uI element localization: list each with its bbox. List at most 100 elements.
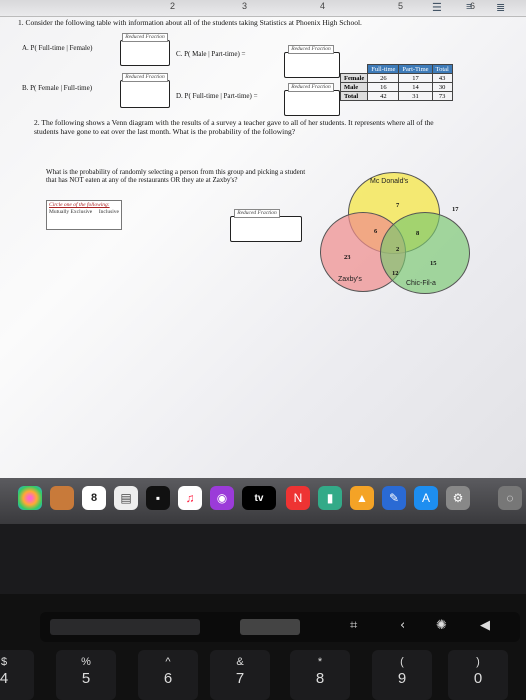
chicfila-label: Chic-Fil-a xyxy=(406,280,436,287)
q1-part-c: C. P( Male | Part-time) = xyxy=(176,50,246,58)
table-cell: 26 xyxy=(367,73,400,83)
calendar-icon[interactable]: 8 xyxy=(82,486,106,510)
news-icon[interactable]: N xyxy=(286,486,310,510)
numbered-list-icon[interactable]: ≣ xyxy=(496,2,506,14)
answer-box-a[interactable] xyxy=(120,40,170,66)
key-symbol: & xyxy=(236,656,244,668)
sticky-note: Reduced Fraction xyxy=(288,83,334,92)
sticky-note: Reduced Fraction xyxy=(234,209,280,218)
notes-icon[interactable]: ▤ xyxy=(114,486,138,510)
sticky-note: Reduced Fraction xyxy=(122,73,168,82)
table-cell: 16 xyxy=(367,82,400,92)
table-header: Part-Time xyxy=(398,64,433,74)
q1-part-a: A. P( Full-time | Female) xyxy=(22,44,93,52)
circle-instruction: Circle one of the following: xyxy=(49,202,110,208)
key-7[interactable]: &7 xyxy=(210,650,270,700)
brightness-icon[interactable]: ✺ xyxy=(436,618,447,633)
zaxbys-label: Zaxby's xyxy=(338,276,362,283)
venn-c-only: 15 xyxy=(430,260,437,267)
venn-diagram: Mc Donald's Zaxby's Chic-Fil-a 17 7 6 8 … xyxy=(320,172,470,302)
music-icon[interactable]: ♫ xyxy=(178,486,202,510)
venn-all: 2 xyxy=(396,246,400,253)
key-digit: 0 xyxy=(473,670,483,687)
answer-box-d[interactable] xyxy=(284,90,340,116)
keynote-icon[interactable]: ▲ xyxy=(350,486,374,510)
sticky-note: Reduced Fraction xyxy=(288,45,334,54)
table-cell: 30 xyxy=(431,82,453,92)
table-cell: 14 xyxy=(398,82,433,92)
tv-icon[interactable]: tv xyxy=(242,486,276,510)
table-cell: Female xyxy=(339,73,369,83)
table-row: Male 16 14 30 xyxy=(339,82,453,92)
volume-icon[interactable]: ◀ xyxy=(480,618,490,633)
photos-icon[interactable] xyxy=(18,486,42,510)
key-symbol: ) xyxy=(476,656,480,668)
dock: 8 ▤ ▪ ♫ ◉ tv N ▮ ▲ ✎ A ⚙ ◌ xyxy=(0,478,526,524)
key-9[interactable]: (9 xyxy=(372,650,432,700)
trash-icon[interactable]: ◌ xyxy=(498,486,522,510)
venn-z-only: 23 xyxy=(344,254,351,261)
ruler-mark: 3 xyxy=(242,1,248,11)
touchbar-key[interactable] xyxy=(240,619,300,635)
key-digit: 6 xyxy=(163,670,173,687)
chevron-left-icon[interactable]: ‹ xyxy=(400,618,406,633)
key-symbol: % xyxy=(81,656,91,668)
pages-icon[interactable]: ✎ xyxy=(382,486,406,510)
table-header: Total xyxy=(431,64,453,74)
frequency-table: Full-time Part-Time Total Female 26 17 4… xyxy=(339,64,453,101)
chicfila-circle xyxy=(380,212,470,294)
key-0[interactable]: )0 xyxy=(448,650,508,700)
table-row: Total 42 31 73 xyxy=(339,91,453,101)
ruler-mark: 2 xyxy=(170,1,176,11)
key-4[interactable]: $4 xyxy=(0,650,34,700)
venn-mz: 6 xyxy=(374,228,378,235)
key-digit: 9 xyxy=(397,670,407,687)
key-symbol: $ xyxy=(0,656,8,668)
table-cell: Total xyxy=(339,91,369,101)
venn-mc: 8 xyxy=(416,230,420,237)
q2-title: 2. The following shows a Venn diagram wi… xyxy=(34,118,434,136)
mcdonalds-label: Mc Donald's xyxy=(370,178,409,185)
table-header: Full-time xyxy=(367,64,400,74)
settings-icon[interactable]: ⚙ xyxy=(446,486,470,510)
table-row: Female 26 17 43 xyxy=(339,73,453,83)
laptop-bezel xyxy=(0,524,526,594)
circle-one-box: Circle one of the following: Mutually Ex… xyxy=(46,200,122,230)
key-digit: 7 xyxy=(235,670,245,687)
table-cell: 17 xyxy=(398,73,433,83)
q1-part-d: D. P( Full-time | Part-time) = xyxy=(176,92,258,100)
ruler-mark: 5 xyxy=(398,1,404,11)
folder-icon[interactable] xyxy=(50,486,74,510)
answer-box-c[interactable] xyxy=(284,52,340,78)
venn-zc: 12 xyxy=(392,270,399,277)
sticky-note: Reduced Fraction xyxy=(122,33,168,42)
key-8[interactable]: *8 xyxy=(290,650,350,700)
table-cell: 42 xyxy=(367,91,400,101)
line-spacing-icon[interactable]: ☰ xyxy=(432,2,442,14)
answer-box-q2[interactable] xyxy=(230,216,302,242)
terminal-icon[interactable]: ▪ xyxy=(146,486,170,510)
key-5[interactable]: %5 xyxy=(56,650,116,700)
answer-box-b[interactable] xyxy=(120,80,170,108)
screenshot-icon[interactable]: ⌗ xyxy=(350,618,358,633)
ruler-mark: 6 xyxy=(470,1,476,11)
table-cell: 73 xyxy=(431,91,453,101)
key-6[interactable]: ^6 xyxy=(138,650,198,700)
touch-bar: ⌗ ‹ ✺ ◀ xyxy=(40,612,520,642)
bullet-list-icon[interactable]: ≡ xyxy=(466,1,473,13)
numbers-icon[interactable]: ▮ xyxy=(318,486,342,510)
podcasts-icon[interactable]: ◉ xyxy=(210,486,234,510)
table-cell: 43 xyxy=(431,73,453,83)
key-symbol: ( xyxy=(400,656,404,668)
touchbar-key[interactable] xyxy=(50,619,200,635)
ruler: 2 3 4 5 6 ☰ ≡ ≣ xyxy=(0,0,526,17)
option-mutually-exclusive[interactable]: Mutually Exclusive xyxy=(49,209,93,215)
key-digit: 4 xyxy=(0,670,9,687)
ruler-mark: 4 xyxy=(320,1,326,11)
venn-outside: 17 xyxy=(452,206,459,213)
app-store-icon[interactable]: A xyxy=(414,486,438,510)
table-corner xyxy=(341,65,368,74)
key-digit: 5 xyxy=(81,670,91,687)
option-inclusive[interactable]: Inclusive xyxy=(98,209,119,215)
key-symbol: ^ xyxy=(165,656,171,668)
